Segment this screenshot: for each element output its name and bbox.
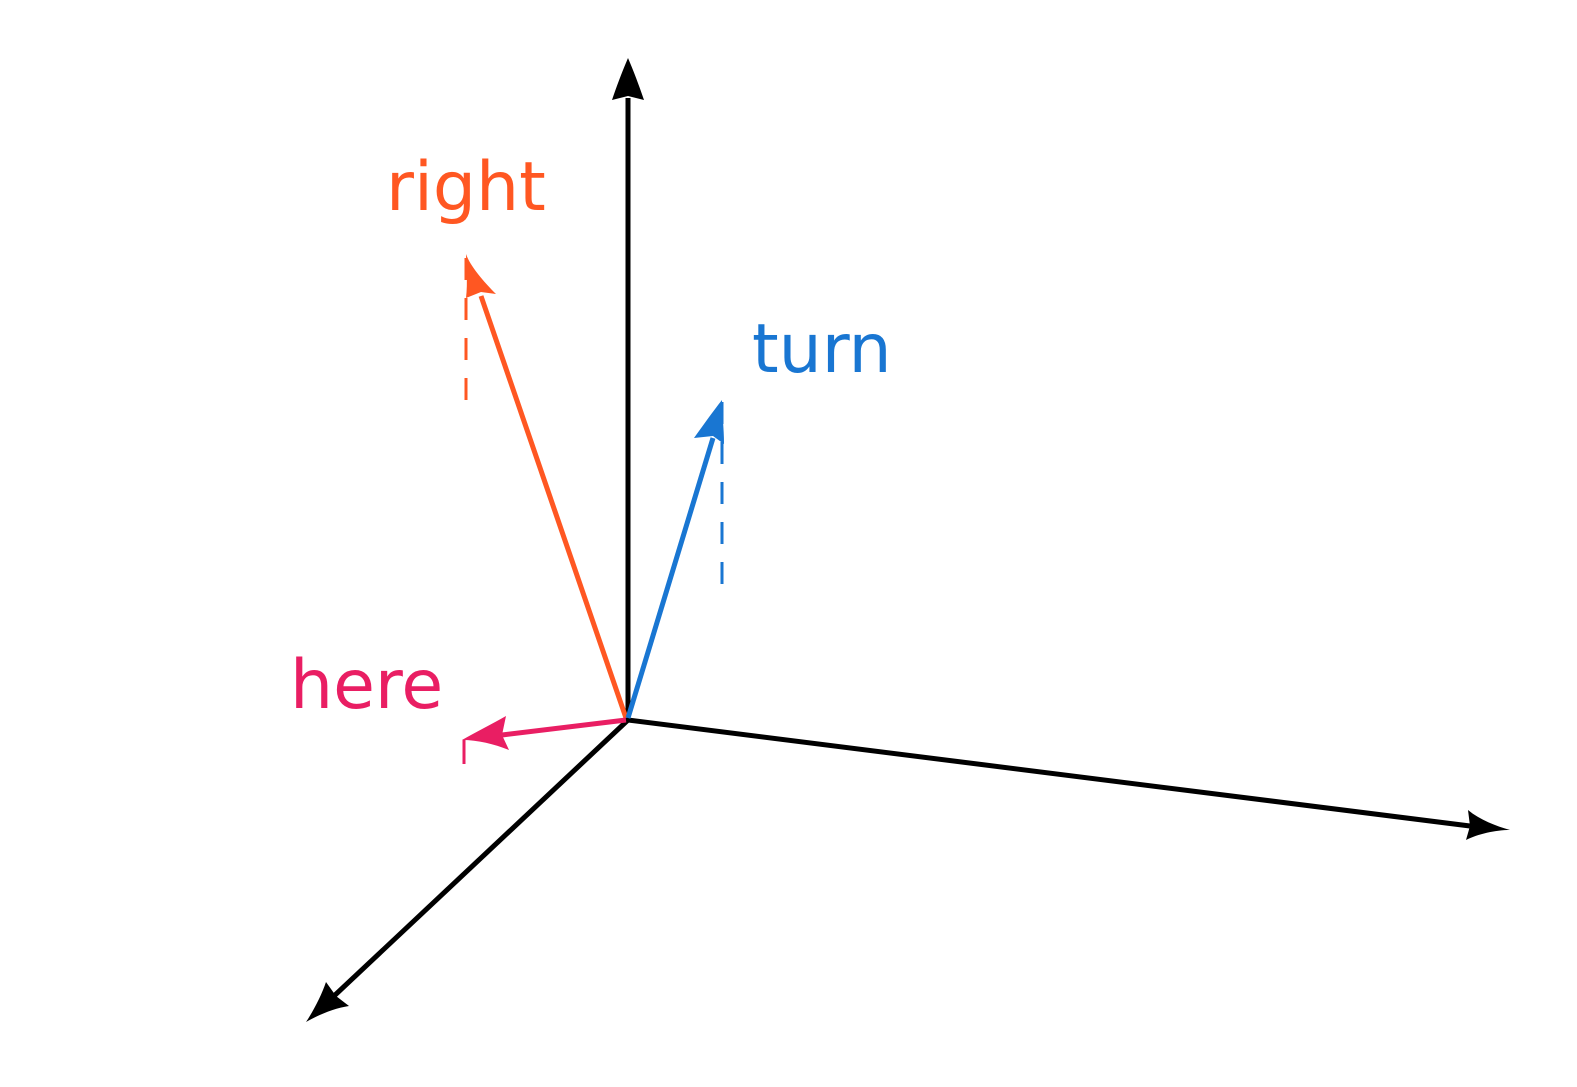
vector-right-shaft	[478, 295, 629, 719]
z-axis	[332, 718, 630, 998]
x-axis	[627, 717, 1471, 829]
vector-right-arrowhead-icon	[466, 254, 496, 298]
vector-here: here	[290, 646, 627, 764]
axes	[306, 58, 1510, 1022]
x-axis-arrowhead-icon	[1466, 810, 1510, 840]
vector-here-label: here	[290, 646, 443, 725]
vector-turn: turn	[625, 310, 892, 719]
vector-here-arrowhead-icon	[462, 716, 509, 750]
vector-turn-label: turn	[752, 310, 892, 389]
vector-here-shaft	[501, 717, 627, 738]
vector-turn-shaft	[625, 437, 716, 719]
z-axis-arrowhead-icon	[306, 982, 349, 1022]
vector-right: right	[386, 148, 629, 719]
y-axis-arrowhead-icon	[612, 58, 644, 100]
vector-turn-arrowhead-icon	[694, 400, 724, 444]
vector-right-label: right	[386, 148, 546, 227]
